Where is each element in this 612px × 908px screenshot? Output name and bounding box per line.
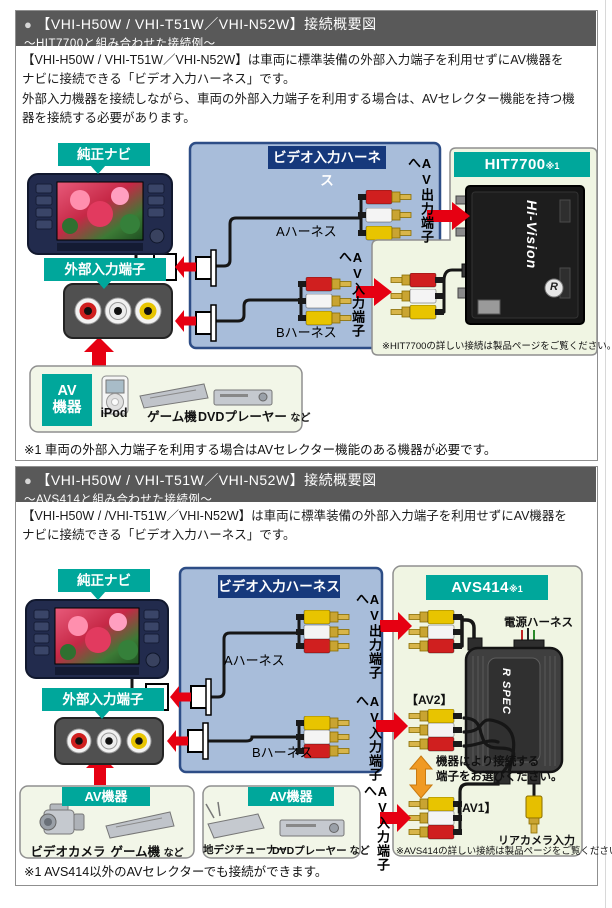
page-right-edge-line bbox=[605, 0, 606, 908]
panel1-header: ●【VHI-H50W / VHI-T51W／VHI-N52W】接続概要図 〜HI… bbox=[16, 11, 596, 50]
p2-av-out-label: AV出力端子へ bbox=[354, 592, 382, 680]
hit7700-name: HIT7700 bbox=[484, 156, 546, 173]
p2-item-dvd-text: DVDプレーヤー bbox=[272, 845, 347, 857]
av2-label: 【AV2】 bbox=[406, 693, 453, 707]
p2-av-in-lower-label: AV入力端子へ bbox=[362, 784, 390, 872]
panel1-description: 【VHI-H50W / VHI-T51W／VHI-N52W】は車両に標準装備の外… bbox=[22, 53, 575, 126]
p1-item-dvd-label: DVDプレーヤー など bbox=[198, 406, 310, 425]
p2-nav-label: 純正ナビ bbox=[58, 569, 150, 592]
p1-ext-input-label: 外部入力端子 bbox=[44, 258, 166, 281]
hit7700-screen-text: Hi-Vision bbox=[524, 200, 540, 270]
panel2-description: 【VHI-H50W / /VHI-T51W／VHI-N52W】は車両に標準装備の… bbox=[22, 509, 567, 543]
p1-nav-label: 純正ナビ bbox=[58, 143, 150, 166]
p2-item-game-text: ゲーム機 bbox=[110, 845, 161, 859]
avs414-note: ※AVS414の詳しい接続は製品ページをご覧ください。 bbox=[396, 846, 612, 857]
panel1-footnote: ※1 車両の外部入力端子を利用する場合はAVセレクター機能のある機器が必要です。 bbox=[24, 443, 497, 457]
p1-item-ipod-label: iPod bbox=[100, 406, 128, 420]
panel1-title-row: ●【VHI-H50W / VHI-T51W／VHI-N52W】接続概要図 bbox=[24, 14, 588, 34]
bullet-icon-2: ● bbox=[24, 473, 33, 488]
p1-av-box-title: AV 機器 bbox=[42, 374, 92, 426]
p1-harness-b-label: Bハーネス bbox=[276, 325, 337, 340]
hit7700-label: HIT7700※1 bbox=[454, 152, 590, 177]
p1-av-box-title-line2: 機器 bbox=[52, 400, 82, 416]
avs414-label: AVS414※1 bbox=[426, 575, 548, 600]
power-harness-label: 電源ハーネス bbox=[504, 617, 573, 629]
p2-item-camera-label: ビデオカメラ bbox=[30, 845, 106, 859]
p2-nav-label-pointer bbox=[90, 591, 106, 600]
panel2-footnote: ※1 AVS414以外のAVセレクターでも接続ができます。 bbox=[24, 865, 328, 879]
p2-item-game-suffix: など bbox=[163, 848, 184, 859]
p1-item-dvd-suffix: など bbox=[290, 413, 311, 424]
p1-harness-title: ビデオ入力ハーネス bbox=[268, 146, 386, 188]
avs414-ref: ※1 bbox=[509, 584, 523, 594]
av1-label: 【AV1】 bbox=[450, 801, 497, 815]
p2-harness-title: ビデオ入力ハーネス bbox=[218, 575, 340, 598]
choose-terminal-note: 機器により接続する 端子をお選びください。 bbox=[436, 756, 563, 783]
p2-item-dvd-suffix: など bbox=[349, 846, 370, 857]
panel2-title-row: ●【VHI-H50W / VHI-T51W／VHI-N52W】接続概要図 bbox=[24, 470, 588, 490]
p2-item-game-label: ゲーム機 など bbox=[104, 841, 190, 860]
avs414-name: AVS414 bbox=[451, 579, 509, 596]
p1-av-out-label: AV出力端子へ bbox=[406, 156, 434, 244]
panel1-title: 【VHI-H50W / VHI-T51W／VHI-N52W】接続概要図 bbox=[36, 16, 377, 32]
hit7700-logo: R bbox=[550, 281, 558, 293]
p1-av-in-label: AV入力端子へ bbox=[337, 250, 365, 338]
p2-box-a-title: AV機器 bbox=[62, 787, 150, 806]
p2-ext-input-pointer bbox=[94, 710, 110, 719]
p2-ext-input-label: 外部入力端子 bbox=[42, 688, 164, 711]
p2-item-tuner-label: 地デジチューナー bbox=[203, 844, 287, 856]
p2-harness-b-label: Bハーネス bbox=[252, 745, 313, 760]
hit7700-note: ※HIT7700の詳しい接続は製品ページをご覧ください。 bbox=[382, 341, 612, 352]
panel1-subtitle: 〜HIT7700と組み合わせた接続例〜 bbox=[24, 38, 216, 50]
p1-av-box-title-line1: AV bbox=[57, 382, 77, 399]
p1-item-game-label: ゲーム機 bbox=[147, 410, 197, 424]
p2-box-b-title: AV機器 bbox=[248, 787, 334, 806]
hit7700-ref: ※1 bbox=[545, 161, 560, 171]
panel2-title: 【VHI-H50W / VHI-T51W／VHI-N52W】接続概要図 bbox=[36, 472, 377, 488]
p2-harness-a-label: Aハーネス bbox=[224, 653, 285, 668]
p1-item-dvd-text: DVDプレーヤー bbox=[198, 410, 287, 424]
p2-av-in-upper-label: AV入力端子へ bbox=[354, 694, 382, 782]
p1-ext-input-pointer bbox=[96, 280, 112, 289]
panel2-header: ●【VHI-H50W / VHI-T51W／VHI-N52W】接続概要図 〜AV… bbox=[16, 467, 596, 506]
p1-nav-label-pointer bbox=[90, 165, 106, 174]
p2-item-dvd-label: DVDプレーヤー など bbox=[272, 842, 370, 858]
panel2-subtitle: 〜AVS414と組み合わせた接続例〜 bbox=[24, 494, 213, 506]
bullet-icon: ● bbox=[24, 17, 33, 32]
avs414-logo: R SPEC bbox=[500, 668, 512, 715]
rear-camera-label: リアカメラ入力 bbox=[498, 835, 575, 847]
p1-harness-a-label: Aハーネス bbox=[276, 224, 337, 239]
